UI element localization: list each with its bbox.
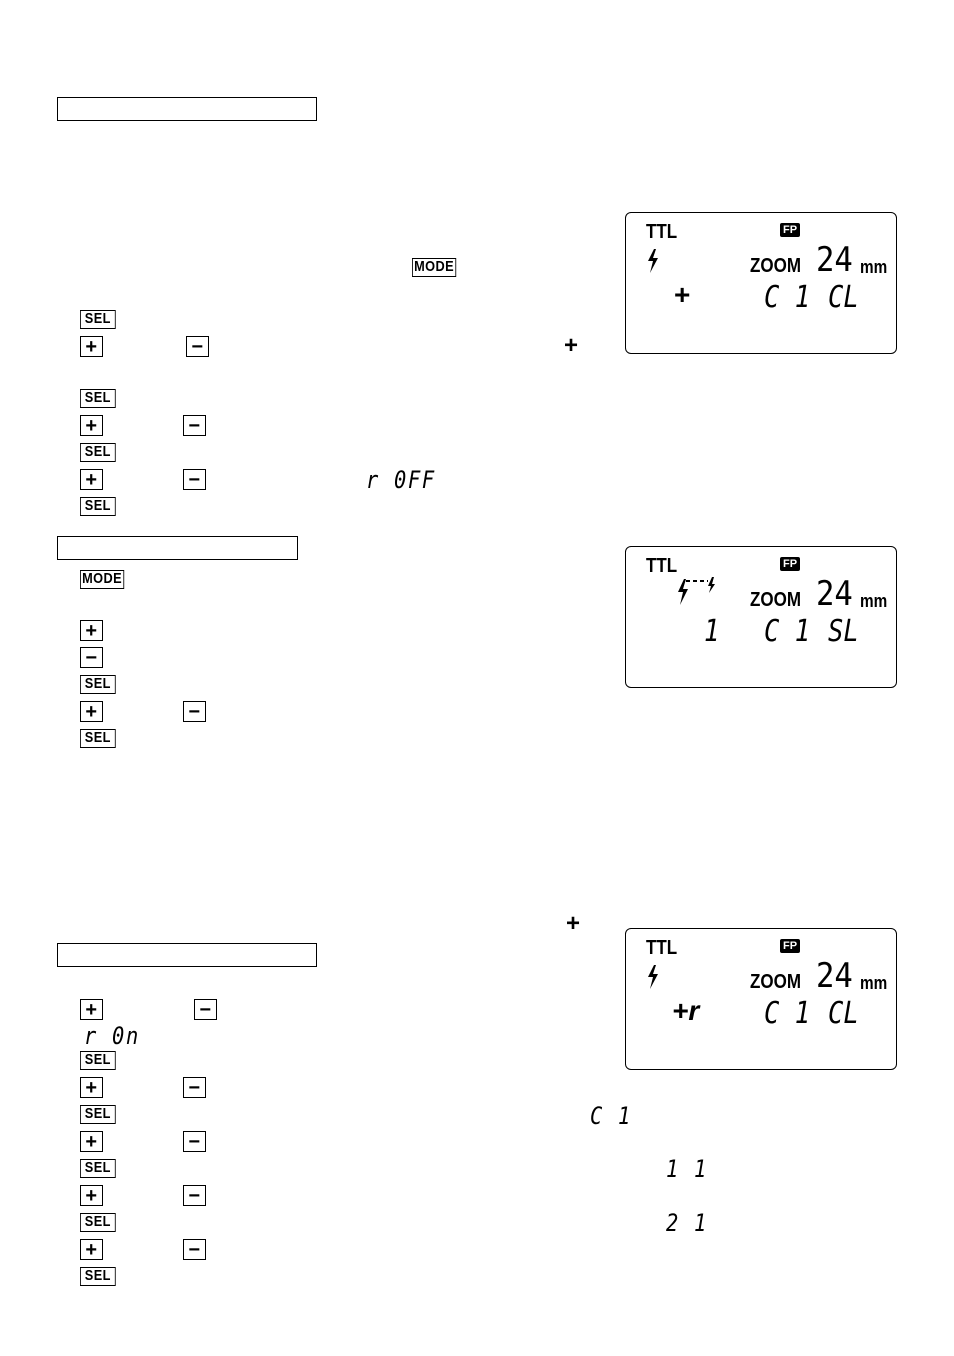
lcd-mode-label: TTL bbox=[646, 221, 678, 243]
segment-c1: C 1 bbox=[590, 1102, 632, 1130]
zoom-value: 24 bbox=[816, 574, 853, 614]
segment-r-off: r 0FF bbox=[366, 466, 436, 494]
zoom-unit: mm bbox=[860, 257, 888, 277]
compensation-sign: + bbox=[674, 279, 691, 310]
mode-key: MODE bbox=[412, 258, 457, 277]
sel-key: SEL bbox=[80, 1105, 116, 1124]
group-display: CL bbox=[828, 280, 859, 315]
minus-key: − bbox=[183, 1077, 206, 1098]
zoom-value: 24 bbox=[816, 240, 853, 280]
plus-key: + bbox=[80, 701, 103, 722]
sel-key: SEL bbox=[80, 1051, 116, 1070]
sel-key: SEL bbox=[80, 729, 116, 748]
mode-key: MODE bbox=[80, 570, 125, 589]
channel-display: C 1 bbox=[764, 280, 811, 315]
zoom-label: ZOOM bbox=[750, 589, 801, 611]
sel-key: SEL bbox=[80, 675, 116, 694]
minus-key: − bbox=[183, 469, 206, 490]
fp-badge: FP bbox=[780, 557, 801, 571]
minus-key: − bbox=[183, 701, 206, 722]
plus-key: + bbox=[80, 999, 103, 1020]
flash-icon bbox=[646, 965, 660, 995]
minus-key: − bbox=[183, 1239, 206, 1260]
lcd-mode-label: TTL bbox=[646, 555, 678, 577]
sel-key: SEL bbox=[80, 310, 116, 329]
sel-key: SEL bbox=[80, 443, 116, 462]
sel-key: SEL bbox=[80, 1267, 116, 1286]
channel-display: C 1 bbox=[764, 614, 811, 649]
fp-badge: FP bbox=[780, 223, 801, 237]
compensation-sign: +r bbox=[672, 995, 700, 1026]
lcd-panel-3: TTL FP ZOOM 24 mm +r C 1 CL bbox=[625, 928, 897, 1070]
plus-key: + bbox=[80, 415, 103, 436]
zoom-value: 24 bbox=[816, 956, 853, 996]
segment-group-11: 1 1 bbox=[666, 1155, 708, 1183]
minus-key: − bbox=[194, 999, 217, 1020]
lcd-panel-2: TTL FP ZOOM 24 mm 1 C 1 SL bbox=[625, 546, 897, 688]
plus-key: + bbox=[80, 336, 103, 357]
minus-key: − bbox=[183, 415, 206, 436]
minus-key: − bbox=[183, 1185, 206, 1206]
lcd-panel-1: TTL FP ZOOM 24 mm + C 1 CL bbox=[625, 212, 897, 354]
minus-key: − bbox=[183, 1131, 206, 1152]
plus-symbol: + bbox=[566, 910, 581, 937]
zoom-unit: mm bbox=[860, 973, 888, 993]
channel-display: C 1 bbox=[764, 996, 811, 1031]
minus-key: − bbox=[80, 647, 103, 668]
lcd-mode-label: TTL bbox=[646, 937, 678, 959]
plus-key: + bbox=[80, 1131, 103, 1152]
section-heading-box-2 bbox=[57, 536, 298, 560]
segment-r-on: r 0n bbox=[84, 1022, 140, 1050]
section-heading-box-1 bbox=[57, 97, 317, 121]
zoom-unit: mm bbox=[860, 591, 888, 611]
plus-symbol: + bbox=[564, 332, 579, 359]
flash-count-display: 1 bbox=[704, 614, 720, 649]
zoom-label: ZOOM bbox=[750, 971, 801, 993]
remote-flash-icon bbox=[674, 577, 720, 613]
minus-key: − bbox=[186, 336, 209, 357]
plus-key: + bbox=[80, 1077, 103, 1098]
sel-key: SEL bbox=[80, 497, 116, 516]
sel-key: SEL bbox=[80, 1159, 116, 1178]
sel-key: SEL bbox=[80, 1213, 116, 1232]
group-display: CL bbox=[828, 996, 859, 1031]
sel-key: SEL bbox=[80, 389, 116, 408]
section-heading-box-3 bbox=[57, 943, 317, 967]
plus-key: + bbox=[80, 469, 103, 490]
segment-group-21: 2 1 bbox=[666, 1209, 708, 1237]
group-display: SL bbox=[828, 614, 859, 649]
plus-key: + bbox=[80, 620, 103, 641]
zoom-label: ZOOM bbox=[750, 255, 801, 277]
fp-badge: FP bbox=[780, 939, 801, 953]
plus-key: + bbox=[80, 1185, 103, 1206]
plus-key: + bbox=[80, 1239, 103, 1260]
flash-icon bbox=[646, 249, 660, 279]
